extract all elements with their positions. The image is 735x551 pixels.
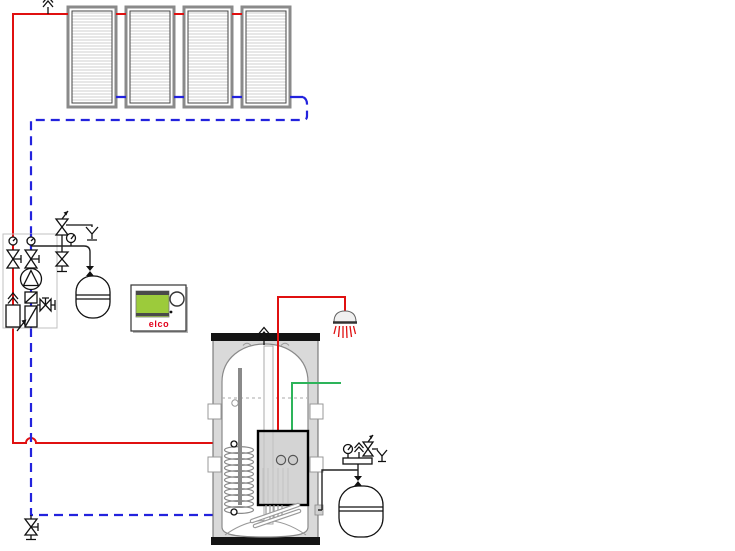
dhw-hot-water-pipe — [277, 296, 346, 431]
solar-collector-array — [66, 5, 292, 109]
shower-icon — [333, 310, 357, 339]
boiler-knob — [275, 454, 287, 466]
air-vent-icon — [42, 0, 54, 15]
tank-bracket — [309, 403, 324, 420]
circulation-pump — [19, 267, 43, 291]
solar-coil — [223, 440, 255, 516]
tank-bracket — [207, 403, 222, 420]
green-connection-pipe — [291, 382, 341, 431]
solar-collector-panel — [124, 5, 176, 109]
flow-thermometer-icon — [8, 236, 18, 246]
dhw-safety-pipe — [318, 464, 359, 511]
air-separator — [5, 291, 21, 328]
fill-drain-valve — [37, 297, 56, 313]
heating-element — [249, 502, 302, 529]
check-valve — [24, 291, 38, 304]
controller-display — [135, 290, 170, 318]
dhw-safety-group — [314, 434, 388, 538]
dhw-expansion-vessel — [338, 476, 384, 538]
safety-manifold — [342, 457, 373, 465]
dhw-safety-valve — [361, 434, 378, 457]
return-thermometer-icon — [26, 236, 36, 246]
tank-bottom-band — [211, 537, 320, 545]
coil-flow-connection — [230, 440, 238, 448]
safety-branch-pipe — [31, 233, 91, 266]
tank-dome-nubs — [242, 342, 290, 346]
controller-dial — [169, 291, 185, 307]
tank-top-band — [211, 333, 320, 341]
system-fill-drain-valve — [23, 515, 39, 541]
display-bottom-band — [136, 313, 169, 316]
solar-collector-panel — [182, 5, 234, 109]
boiler-housing — [256, 429, 310, 507]
coil-return-connection — [230, 508, 238, 516]
controller-unit: elco — [130, 284, 188, 333]
solar-collector-panel — [66, 5, 118, 109]
solar-pump-station — [2, 210, 99, 332]
solar-expansion-vessel — [75, 266, 111, 319]
dhw-pressure-gauge — [342, 443, 354, 458]
boiler-unit — [249, 429, 310, 529]
flow-meter — [16, 305, 38, 332]
brand-label: elco — [149, 319, 169, 329]
tank-bracket — [309, 456, 324, 473]
tank-bracket — [207, 456, 222, 473]
solar-drain-valve — [54, 251, 70, 273]
boiler-knob — [287, 454, 299, 466]
solar-flow-pipe — [12, 13, 242, 444]
flow-shutoff-valve — [5, 249, 22, 269]
return-shutoff-valve — [23, 249, 40, 269]
dhw-discharge-funnel-icon — [376, 449, 388, 463]
controller-led — [169, 310, 173, 314]
sensor-well — [238, 368, 242, 505]
discharge-funnel-icon — [85, 226, 99, 241]
display-top-band — [136, 291, 169, 295]
solar-pressure-gauge — [65, 232, 77, 244]
dhw-air-vent-icon — [354, 442, 364, 458]
solar-collector-panel — [240, 5, 292, 109]
solar-safety-valve — [54, 210, 93, 236]
